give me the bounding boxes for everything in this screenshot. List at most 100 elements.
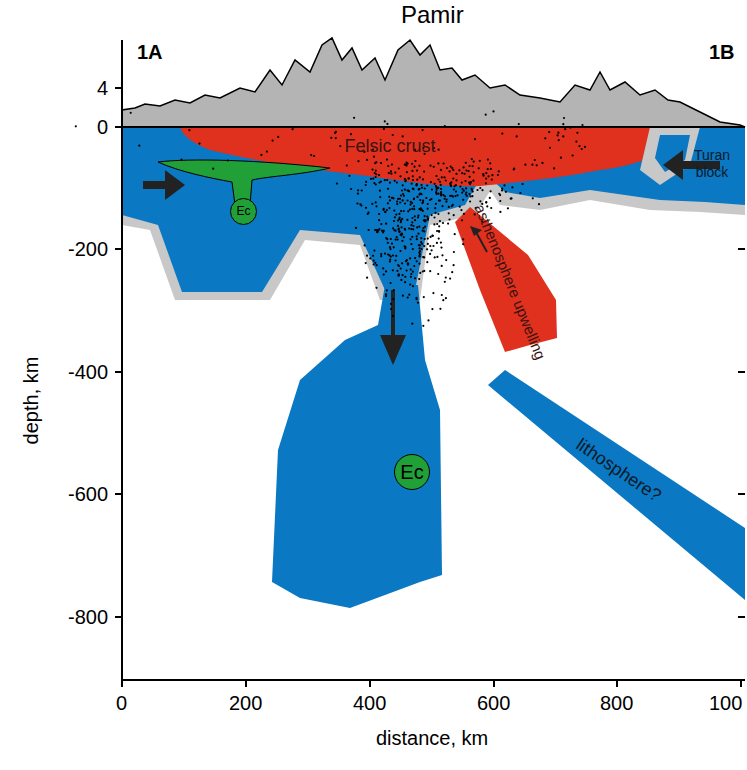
quake-dot [472, 165, 474, 167]
quake-dot [427, 319, 429, 321]
quake-dot [469, 200, 471, 202]
quake-dot [451, 167, 453, 169]
quake-dot [438, 225, 440, 227]
quake-dot [260, 154, 262, 156]
quake-dot [373, 260, 375, 262]
quake-dot [501, 188, 503, 190]
quake-dot [392, 134, 394, 136]
quake-dot [441, 205, 443, 207]
quake-dot [440, 247, 442, 249]
quake-dot [473, 171, 475, 173]
quake-dot [419, 247, 421, 249]
quake-dot [390, 308, 392, 310]
quake-dot [462, 243, 464, 245]
quake-dot [398, 213, 400, 215]
quake-dot [400, 234, 402, 236]
eclogite-blob: Ec [394, 454, 430, 490]
quake-dot [471, 158, 473, 160]
quake-dot [334, 132, 336, 134]
quake-dot [465, 187, 467, 189]
quake-dot [518, 123, 520, 125]
quake-dot [409, 209, 411, 211]
quake-dot [510, 198, 512, 200]
quake-dot [459, 185, 461, 187]
quake-dot [402, 184, 404, 186]
quake-dot [330, 137, 332, 139]
quake-dot [393, 210, 395, 212]
quake-dot [413, 198, 415, 200]
axis [115, 40, 745, 687]
quake-dot [450, 185, 452, 187]
quake-dot [422, 227, 424, 229]
quake-dot [406, 219, 408, 221]
quake-dot [418, 226, 420, 228]
quake-dot [461, 192, 463, 194]
quake-dot [409, 238, 411, 240]
quake-dot [564, 128, 566, 130]
quake-dot [519, 192, 521, 194]
quake-dot [359, 203, 361, 205]
quake-dot [427, 219, 429, 221]
quake-dot [399, 250, 401, 252]
quake-dot [426, 248, 428, 250]
block-region: Turan block [679, 146, 745, 181]
quake-dot [427, 238, 429, 240]
quake-dot [436, 242, 438, 244]
quake-dot [212, 168, 214, 170]
quake-dot [418, 189, 420, 191]
quake-dot [389, 260, 391, 262]
axis-tick-label: 400 [353, 692, 386, 715]
quake-dot [417, 233, 419, 235]
axis-tick-label: 100 [709, 692, 742, 715]
quake-dot [560, 157, 562, 159]
quake-dot [374, 162, 376, 164]
quake-dot [448, 218, 450, 220]
quake-dot [440, 242, 442, 244]
quake-dot [386, 123, 388, 125]
quake-dot [437, 213, 439, 215]
quake-dot [562, 123, 564, 125]
quake-dot [373, 263, 375, 265]
quake-dot [364, 244, 366, 246]
quake-dot [410, 273, 412, 275]
quake-dot [453, 251, 455, 253]
quake-dot [396, 270, 398, 272]
quake-dot [411, 183, 413, 185]
quake-dot [391, 163, 393, 165]
quake-dot [463, 166, 465, 168]
quake-dot [575, 141, 577, 143]
quake-dot [422, 256, 424, 258]
quake-dot [390, 303, 392, 305]
quake-dot [445, 179, 447, 181]
quake-dot [424, 220, 426, 222]
quake-dot [416, 184, 418, 186]
quake-dot [387, 165, 389, 167]
quake-dot [485, 114, 487, 116]
quake-dot [407, 177, 409, 179]
quake-dot [414, 215, 416, 217]
profile-end: 1B [709, 41, 735, 64]
quake-dot [227, 159, 229, 161]
quake-dot [384, 120, 386, 122]
quake-dot [414, 257, 416, 259]
quake-dot [433, 216, 435, 218]
crust-region: Felsic crust [342, 135, 438, 158]
quake-dot [385, 270, 387, 272]
quake-dot [453, 188, 455, 190]
quake-dot [366, 255, 368, 257]
quake-dot [442, 222, 444, 224]
quake-dot [396, 236, 398, 238]
quake-dot [277, 136, 279, 138]
quake-dot [365, 262, 367, 264]
quake-dot [411, 323, 413, 325]
quake-dot [441, 294, 443, 296]
quake-dot [584, 146, 586, 148]
quake-dot [411, 221, 413, 223]
quake-dot [388, 207, 390, 209]
quake-dot [424, 238, 426, 240]
quake-dot [534, 159, 536, 161]
quake-dot [386, 238, 388, 240]
quake-dot [389, 246, 391, 248]
quake-dot [431, 214, 433, 216]
quake-dot [411, 208, 413, 210]
